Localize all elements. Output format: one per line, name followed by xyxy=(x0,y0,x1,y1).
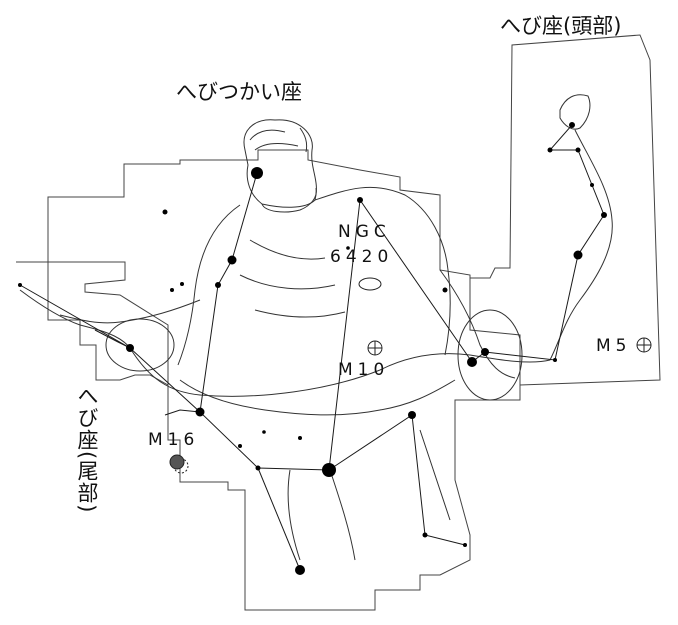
star xyxy=(573,250,583,260)
star xyxy=(295,565,305,575)
star xyxy=(298,436,302,440)
serpent-loop xyxy=(457,309,523,401)
star xyxy=(251,167,263,179)
serpens-cauda-line xyxy=(19,284,201,413)
serpent-body-lower xyxy=(19,289,471,397)
ophiuchus-line-east xyxy=(328,414,466,546)
beard-outline xyxy=(261,187,317,213)
legs xyxy=(287,429,451,561)
m10-cluster-symbol xyxy=(367,340,383,356)
star xyxy=(553,358,557,362)
star xyxy=(18,283,22,287)
serpent-head xyxy=(559,94,591,130)
star xyxy=(180,282,184,286)
star xyxy=(170,288,174,292)
stars xyxy=(18,122,607,575)
ophiuchus-line-north xyxy=(199,172,473,471)
right-arm xyxy=(439,269,516,379)
star xyxy=(162,209,168,215)
torso-outline xyxy=(177,186,451,366)
star xyxy=(195,407,205,417)
star xyxy=(463,543,467,547)
head-outline xyxy=(243,119,317,208)
deep-sky-objects xyxy=(169,277,652,474)
star xyxy=(422,532,428,538)
star xyxy=(601,212,607,218)
m5-label: M5 xyxy=(596,336,632,356)
star xyxy=(442,287,448,293)
serpent-body-upper xyxy=(469,129,613,363)
star xyxy=(238,444,242,448)
hair-strands xyxy=(249,127,308,153)
star xyxy=(408,411,416,419)
m10-label: M10 xyxy=(338,360,390,380)
serpens-caput-label: へび座(頭部) xyxy=(500,14,622,38)
star xyxy=(346,246,350,250)
star xyxy=(481,348,489,356)
star xyxy=(255,465,261,471)
star xyxy=(126,344,134,352)
ngc6420-galaxy-symbol xyxy=(358,277,382,291)
ngc6420-label-line1: NGC xyxy=(338,222,391,242)
serpens-cauda-branch xyxy=(94,329,131,349)
m16-nebula-symbol xyxy=(169,454,189,474)
serpens-cauda-boundary xyxy=(16,261,169,385)
constellation-lines xyxy=(19,124,605,571)
star xyxy=(590,183,594,187)
drapery xyxy=(179,379,456,416)
m5-cluster-symbol xyxy=(636,337,652,353)
m16-label: M16 xyxy=(148,430,200,450)
star xyxy=(322,463,336,477)
star xyxy=(215,282,221,288)
star xyxy=(569,122,575,128)
star xyxy=(357,197,363,203)
star xyxy=(467,357,477,367)
figure-illustration xyxy=(19,94,613,561)
constellation-boundaries xyxy=(16,34,661,611)
star xyxy=(575,147,581,153)
ophiuchus-boundary xyxy=(47,149,521,611)
ophiuchus-line-south xyxy=(257,467,301,571)
ophiuchus-label: へびつかい座 xyxy=(176,80,302,104)
ngc6420-label-line2: 6420 xyxy=(330,247,394,267)
serpens-caput-boundary xyxy=(470,34,661,386)
serpens-caput-line xyxy=(471,124,605,363)
ophiuchus-line-west xyxy=(164,409,201,416)
star xyxy=(262,430,266,434)
serpens-cauda-label: へび座(尾部) xyxy=(75,385,99,514)
star xyxy=(227,255,237,265)
chest-folds xyxy=(239,239,346,318)
serpent-coil xyxy=(105,318,175,372)
star xyxy=(547,147,553,153)
